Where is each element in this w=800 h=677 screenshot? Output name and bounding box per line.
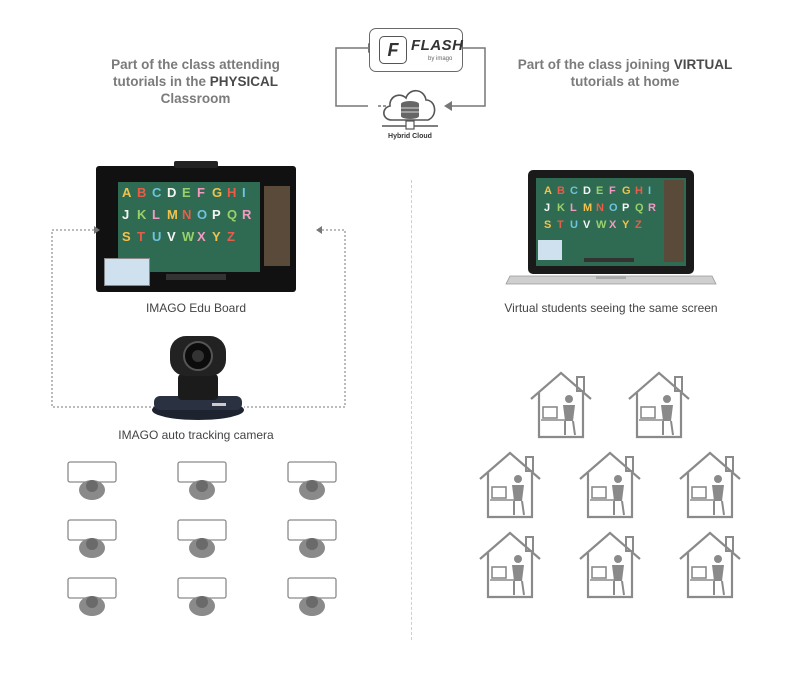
board-letter: P — [212, 207, 221, 222]
home-student-icon — [678, 451, 742, 519]
classroom-desks — [67, 461, 337, 617]
cloud-database-icon — [382, 89, 438, 130]
camera-caption: IMAGO auto tracking camera — [118, 428, 274, 442]
flash-logo: F FLASH by imago — [369, 28, 463, 72]
home-student-icon — [627, 371, 691, 439]
board-letter: V — [167, 229, 176, 244]
student-desk-icon — [67, 461, 117, 501]
virtual-heading-bold: VIRTUAL — [673, 57, 733, 72]
board-letter: H — [227, 185, 237, 200]
board-letter: Q — [635, 202, 644, 214]
student-desk-icon — [177, 519, 227, 559]
virtual-heading-line1: Part of the class joining — [517, 57, 674, 72]
board-letter: Y — [622, 219, 630, 231]
edu-board-caption: IMAGO Edu Board — [145, 301, 247, 315]
board-letter: T — [137, 229, 145, 244]
camera-feed-loop — [51, 226, 346, 408]
board-letter: N — [182, 207, 192, 222]
student-desk-icon — [177, 577, 227, 617]
student-desk-icon — [67, 519, 117, 559]
board-letter: T — [557, 219, 564, 231]
home-student-icon — [529, 371, 593, 439]
physical-heading-line1: Part of the class attending — [111, 57, 280, 72]
board-letter: P — [622, 202, 630, 214]
home-student-icon — [578, 451, 642, 519]
board-letter: Y — [212, 229, 221, 244]
board-letter: K — [137, 207, 147, 222]
board-letter: R — [242, 207, 252, 222]
physical-heading-bold: PHYSICAL — [209, 74, 279, 89]
board-letter: X — [609, 219, 617, 231]
flash-logo-sub: by imago — [428, 56, 453, 62]
board-letter: D — [583, 185, 591, 197]
board-letter: B — [557, 185, 565, 197]
home-student-icon — [578, 531, 642, 599]
board-letter: V — [583, 219, 591, 231]
board-letter: E — [182, 185, 191, 200]
board-letter: C — [570, 185, 578, 197]
physical-heading-line3: Classroom — [160, 91, 231, 106]
home-students — [478, 371, 742, 599]
board-letter: J — [544, 202, 551, 214]
board-letter: M — [583, 202, 593, 214]
student-desk-icon — [287, 577, 337, 617]
virtual-heading: Part of the class joining VIRTUAL tutori… — [495, 56, 755, 90]
board-letter: O — [609, 202, 618, 214]
board-letter: L — [152, 207, 160, 222]
board-letter: Z — [227, 229, 235, 244]
board-letter: Q — [227, 207, 238, 222]
home-student-icon — [478, 531, 542, 599]
board-letter: M — [167, 207, 178, 222]
board-letter: H — [635, 185, 643, 197]
cloud-label: Hybrid Cloud — [388, 133, 432, 140]
flash-f-icon: F — [379, 36, 407, 64]
board-letter: S — [544, 219, 552, 231]
board-letter: U — [152, 229, 162, 244]
board-letter: Z — [635, 219, 642, 231]
board-letter: G — [212, 185, 223, 200]
board-letter: R — [648, 202, 656, 214]
board-letter: J — [122, 207, 130, 222]
board-letter: X — [197, 229, 206, 244]
student-desk-icon — [287, 519, 337, 559]
flash-logo-text: FLASH — [411, 37, 464, 54]
virtual-heading-line2: tutorials at home — [570, 74, 680, 89]
home-student-icon — [478, 451, 542, 519]
physical-heading: Part of the class attending tutorials in… — [88, 56, 303, 107]
board-letter: U — [570, 219, 578, 231]
student-desk-icon — [67, 577, 117, 617]
home-student-icon — [678, 531, 742, 599]
board-letter: O — [197, 207, 208, 222]
student-desk-icon — [287, 461, 337, 501]
board-letter: G — [622, 185, 631, 197]
laptop-icon — [505, 170, 717, 285]
student-desk-icon — [177, 461, 227, 501]
board-letter: W — [596, 219, 607, 231]
board-letter: L — [570, 202, 577, 214]
board-letter: E — [596, 185, 604, 197]
section-divider — [411, 180, 412, 640]
board-letter: I — [648, 185, 652, 197]
virtual-caption: Virtual students seeing the same screen — [504, 301, 718, 315]
board-letter: S — [122, 229, 131, 244]
board-letter: F — [609, 185, 616, 197]
board-letter: W — [182, 229, 195, 244]
physical-heading-line2: tutorials in the — [112, 74, 210, 89]
board-letter: A — [122, 185, 132, 200]
board-letter: F — [197, 185, 205, 200]
board-letter: K — [557, 202, 565, 214]
board-letter: D — [167, 185, 177, 200]
board-letter: C — [152, 185, 162, 200]
board-letter: B — [137, 185, 147, 200]
board-letter: N — [596, 202, 604, 214]
board-letter: I — [242, 185, 246, 200]
ptz-camera-icon — [152, 336, 244, 420]
board-letter: A — [544, 185, 552, 197]
